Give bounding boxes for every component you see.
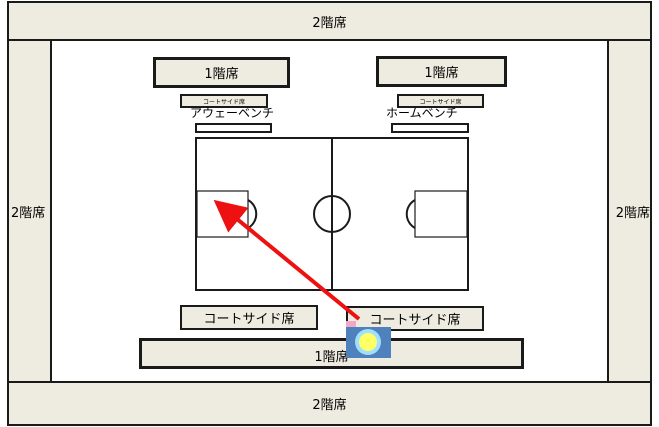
second-floor-right: 2階席 bbox=[607, 39, 652, 383]
camera-icon bbox=[346, 321, 391, 358]
home-bench bbox=[391, 123, 469, 133]
second-floor-right-label: 2階席 bbox=[615, 205, 650, 221]
left-penalty-arc bbox=[247, 199, 258, 229]
second-floor-top-label: 2階席 bbox=[312, 15, 347, 31]
first-floor-top-right-label: 1階席 bbox=[424, 66, 459, 81]
center-circle bbox=[313, 195, 351, 233]
home-bench-label: ホームベンチ bbox=[386, 106, 458, 120]
courtside-small-right: コートサイド席 bbox=[397, 94, 484, 108]
right-penalty-arc bbox=[405, 199, 416, 229]
first-floor-bottom: 1階席 bbox=[139, 338, 524, 369]
courtside-bottom-right-label: コートサイド席 bbox=[369, 313, 461, 328]
right-penalty-box bbox=[414, 190, 468, 238]
first-floor-bottom-label: 1階席 bbox=[314, 350, 349, 365]
second-floor-left-label: 2階席 bbox=[11, 205, 46, 221]
view-direction-arrow bbox=[213, 199, 361, 321]
first-floor-top-left: 1階席 bbox=[153, 57, 290, 88]
camera-flash bbox=[346, 321, 356, 328]
away-bench bbox=[195, 123, 272, 133]
away-bench-label: アウェーベンチ bbox=[190, 106, 275, 120]
second-floor-left: 2階席 bbox=[7, 39, 52, 383]
courtside-small-left-label: コートサイド席 bbox=[202, 98, 245, 106]
second-floor-bottom: 2階席 bbox=[7, 381, 652, 426]
second-floor-top: 2階席 bbox=[7, 1, 652, 41]
courtside-bottom-right: コートサイド席 bbox=[346, 306, 484, 331]
courtside-bottom-left-label: コートサイド席 bbox=[203, 312, 295, 327]
camera-lens-inner bbox=[359, 333, 377, 351]
first-floor-top-right: 1階席 bbox=[376, 56, 507, 87]
courtside-small-right-label: コートサイド席 bbox=[419, 98, 462, 106]
courtside-small-left: コートサイド席 bbox=[180, 94, 268, 108]
courtside-bottom-left: コートサイド席 bbox=[180, 305, 318, 330]
second-floor-bottom-label: 2階席 bbox=[312, 398, 347, 413]
first-floor-top-left-label: 1階席 bbox=[204, 67, 239, 82]
